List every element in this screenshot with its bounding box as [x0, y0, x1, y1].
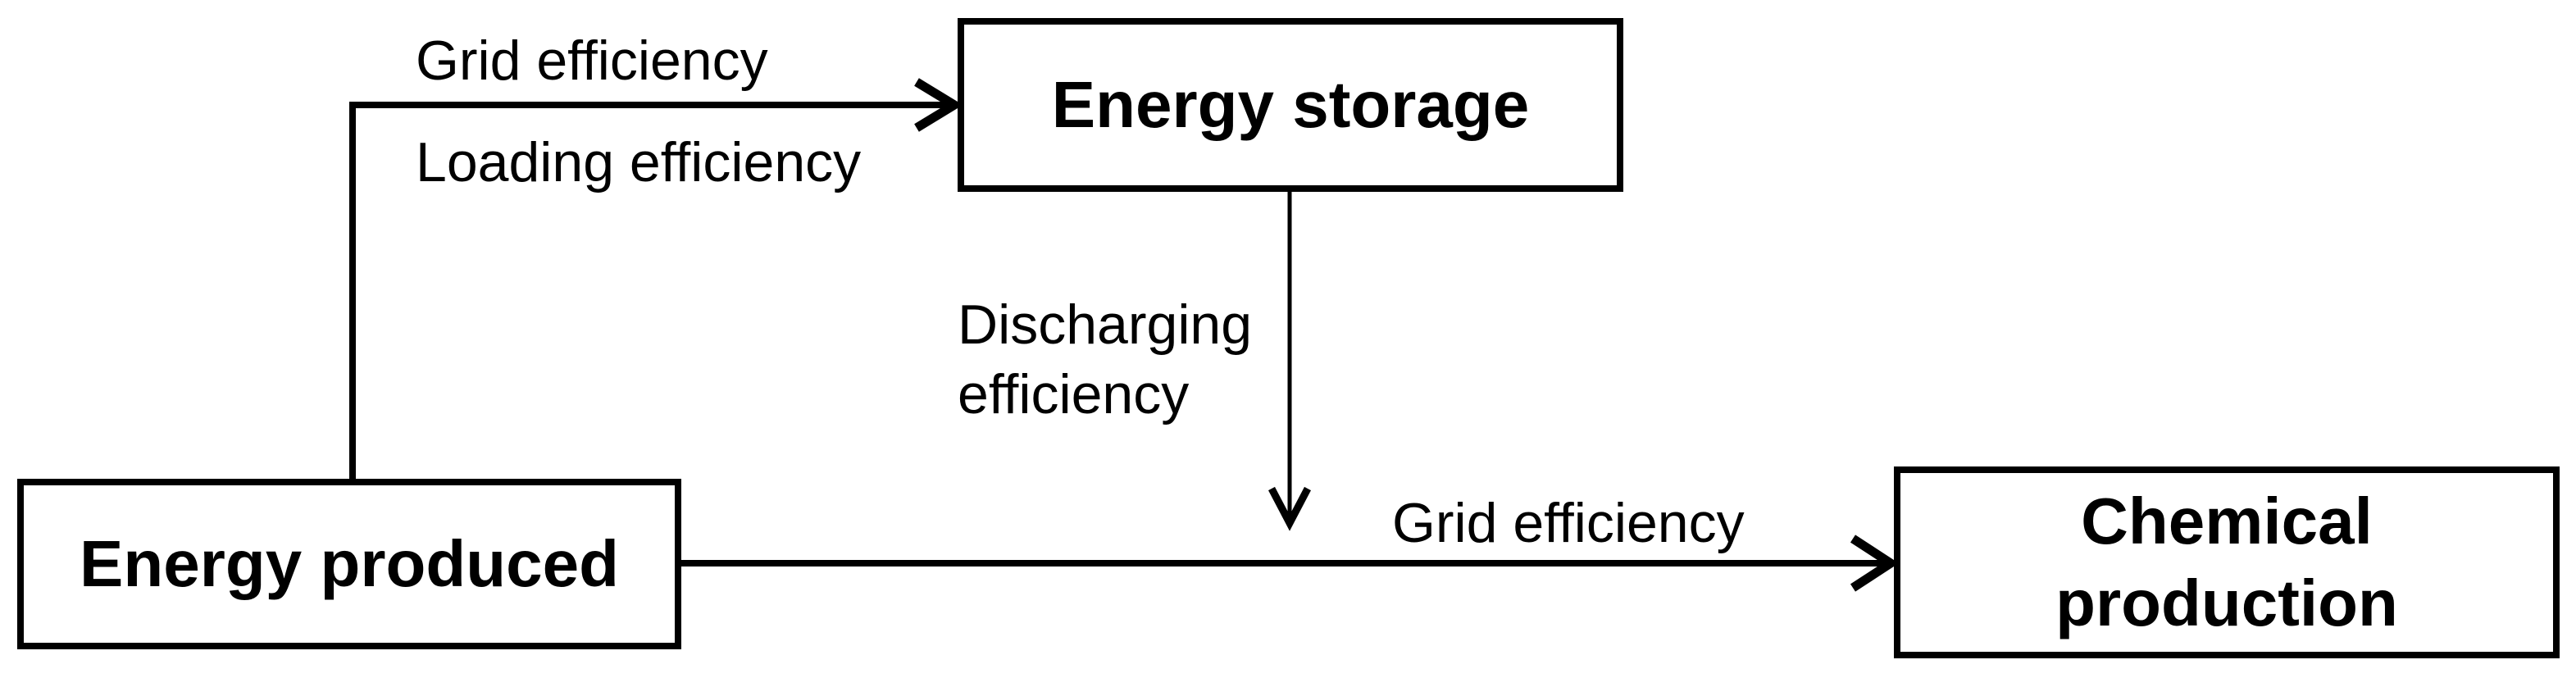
edge-label-grid-efficiency-bottom: Grid efficiency	[1392, 492, 1745, 554]
edge-storage-to-grid-arrowhead	[1268, 486, 1311, 531]
edge-produced-to-storage-line	[349, 102, 953, 482]
edge-produced-to-storage-arrowhead	[914, 78, 963, 132]
node-chemical-production-label-line2: production	[2055, 567, 2398, 639]
edge-label-discharging-efficiency-line1: Discharging	[958, 293, 1253, 356]
edge-label-discharging-efficiency: Discharging efficiency	[958, 290, 1252, 430]
edge-label-grid-efficiency-top: Grid efficiency	[416, 30, 768, 92]
node-chemical-production: Chemical production	[1894, 466, 2560, 658]
edge-produced-to-chemical	[681, 535, 1900, 592]
node-chemical-production-label: Chemical production	[2055, 480, 2398, 644]
node-energy-storage-label: Energy storage	[1051, 68, 1530, 141]
node-energy-produced: Energy produced	[17, 479, 681, 649]
edge-storage-to-grid	[1268, 192, 1311, 531]
node-chemical-production-label-line1: Chemical	[2081, 485, 2373, 557]
node-energy-produced-label: Energy produced	[80, 527, 619, 600]
edge-label-loading-efficiency: Loading efficiency	[416, 131, 862, 193]
node-energy-storage: Energy storage	[958, 18, 1623, 192]
edge-produced-to-chemical-arrowhead	[1850, 535, 1900, 592]
edge-produced-to-storage	[349, 78, 963, 482]
edge-label-discharging-efficiency-line2: efficiency	[958, 363, 1190, 425]
